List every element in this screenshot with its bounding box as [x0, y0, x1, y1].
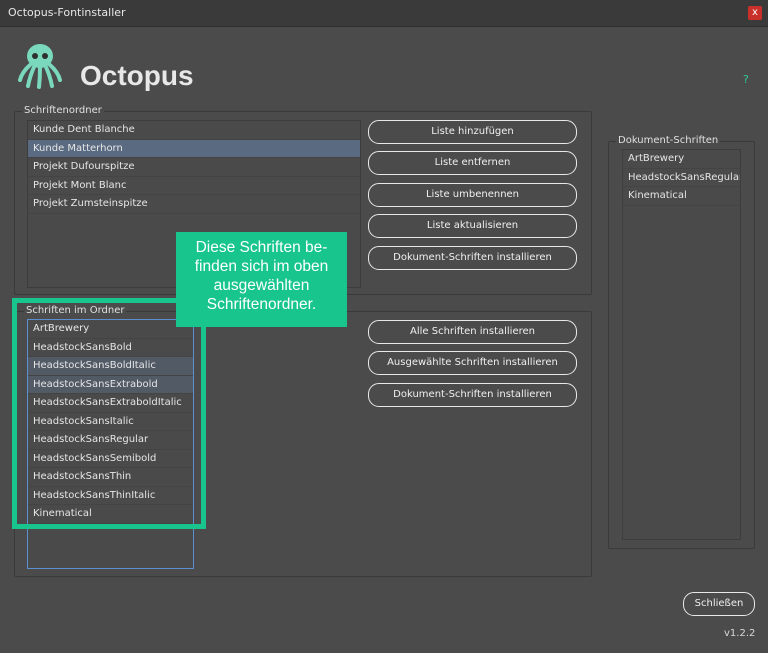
- list-item[interactable]: HeadstockSansBoldItalic: [28, 357, 193, 376]
- list-item[interactable]: Projekt Mont Blanc: [28, 177, 360, 195]
- list-item[interactable]: Kinematical: [28, 505, 193, 524]
- callout-line: finden sich im oben: [194, 258, 329, 275]
- callout-line: Schriftenordner.: [206, 296, 317, 313]
- help-link[interactable]: ?: [743, 73, 749, 86]
- rename-list-button[interactable]: Liste umbenennen: [368, 183, 577, 207]
- version-label: v1.2.2: [724, 628, 756, 639]
- list-item[interactable]: Projekt Dufourspitze: [28, 158, 360, 177]
- window-close-button[interactable]: x: [748, 6, 762, 20]
- annotation-callout: Diese Schriften be- finden sich im oben …: [176, 232, 347, 327]
- install-document-fonts-button[interactable]: Dokument-Schriften installieren: [368, 246, 577, 270]
- install-document-fonts-button-2[interactable]: Dokument-Schriften installieren: [368, 383, 577, 407]
- add-list-button[interactable]: Liste hinzufügen: [368, 120, 577, 144]
- list-item[interactable]: Kinematical: [623, 187, 740, 206]
- list-item[interactable]: Kunde Dent Blanche: [28, 121, 360, 140]
- title-bar: Octopus-Fontinstaller x: [0, 0, 768, 27]
- list-item[interactable]: HeadstockSansExtrabold: [28, 375, 193, 394]
- list-item[interactable]: HeadstockSansThin: [28, 468, 193, 487]
- app-brand-name: Octopus: [80, 60, 194, 91]
- list-item[interactable]: HeadstockSansThinItalic: [28, 487, 193, 505]
- list-item[interactable]: HeadstockSansItalic: [28, 413, 193, 431]
- install-selected-fonts-button[interactable]: Ausgewählte Schriften installieren: [368, 351, 577, 375]
- list-item[interactable]: HeadstockSansRegular: [623, 169, 740, 187]
- fonts-group-label: Schriften im Ordner: [24, 305, 127, 316]
- callout-line: ausgewählten: [213, 277, 310, 294]
- list-item[interactable]: ArtBrewery: [28, 320, 193, 339]
- callout-line: Diese Schriften be-: [195, 239, 328, 256]
- document-fonts-list[interactable]: ArtBrewery HeadstockSansRegular Kinemati…: [622, 149, 741, 540]
- list-item[interactable]: HeadstockSansRegular: [28, 431, 193, 450]
- document-fonts-group-label: Dokument-Schriften: [616, 135, 721, 146]
- folders-group-label: Schriftenordner: [22, 105, 104, 116]
- install-all-fonts-button[interactable]: Alle Schriften installieren: [368, 320, 577, 344]
- octopus-icon: [18, 44, 62, 89]
- refresh-list-button[interactable]: Liste aktualisieren: [368, 214, 577, 238]
- annotation-highlight-frame: [12, 298, 206, 529]
- close-button[interactable]: Schließen: [683, 592, 755, 616]
- list-item[interactable]: Kunde Matterhorn: [28, 139, 360, 158]
- list-item[interactable]: ArtBrewery: [623, 150, 740, 169]
- remove-list-button[interactable]: Liste entfernen: [368, 151, 577, 175]
- list-item[interactable]: Projekt Zumsteinspitze: [28, 195, 360, 214]
- list-item[interactable]: HeadstockSansBold: [28, 339, 193, 357]
- list-item[interactable]: HeadstockSansExtraboldItalic: [28, 394, 193, 413]
- list-item[interactable]: HeadstockSansSemibold: [28, 450, 193, 468]
- window-title: Octopus-Fontinstaller: [8, 6, 126, 19]
